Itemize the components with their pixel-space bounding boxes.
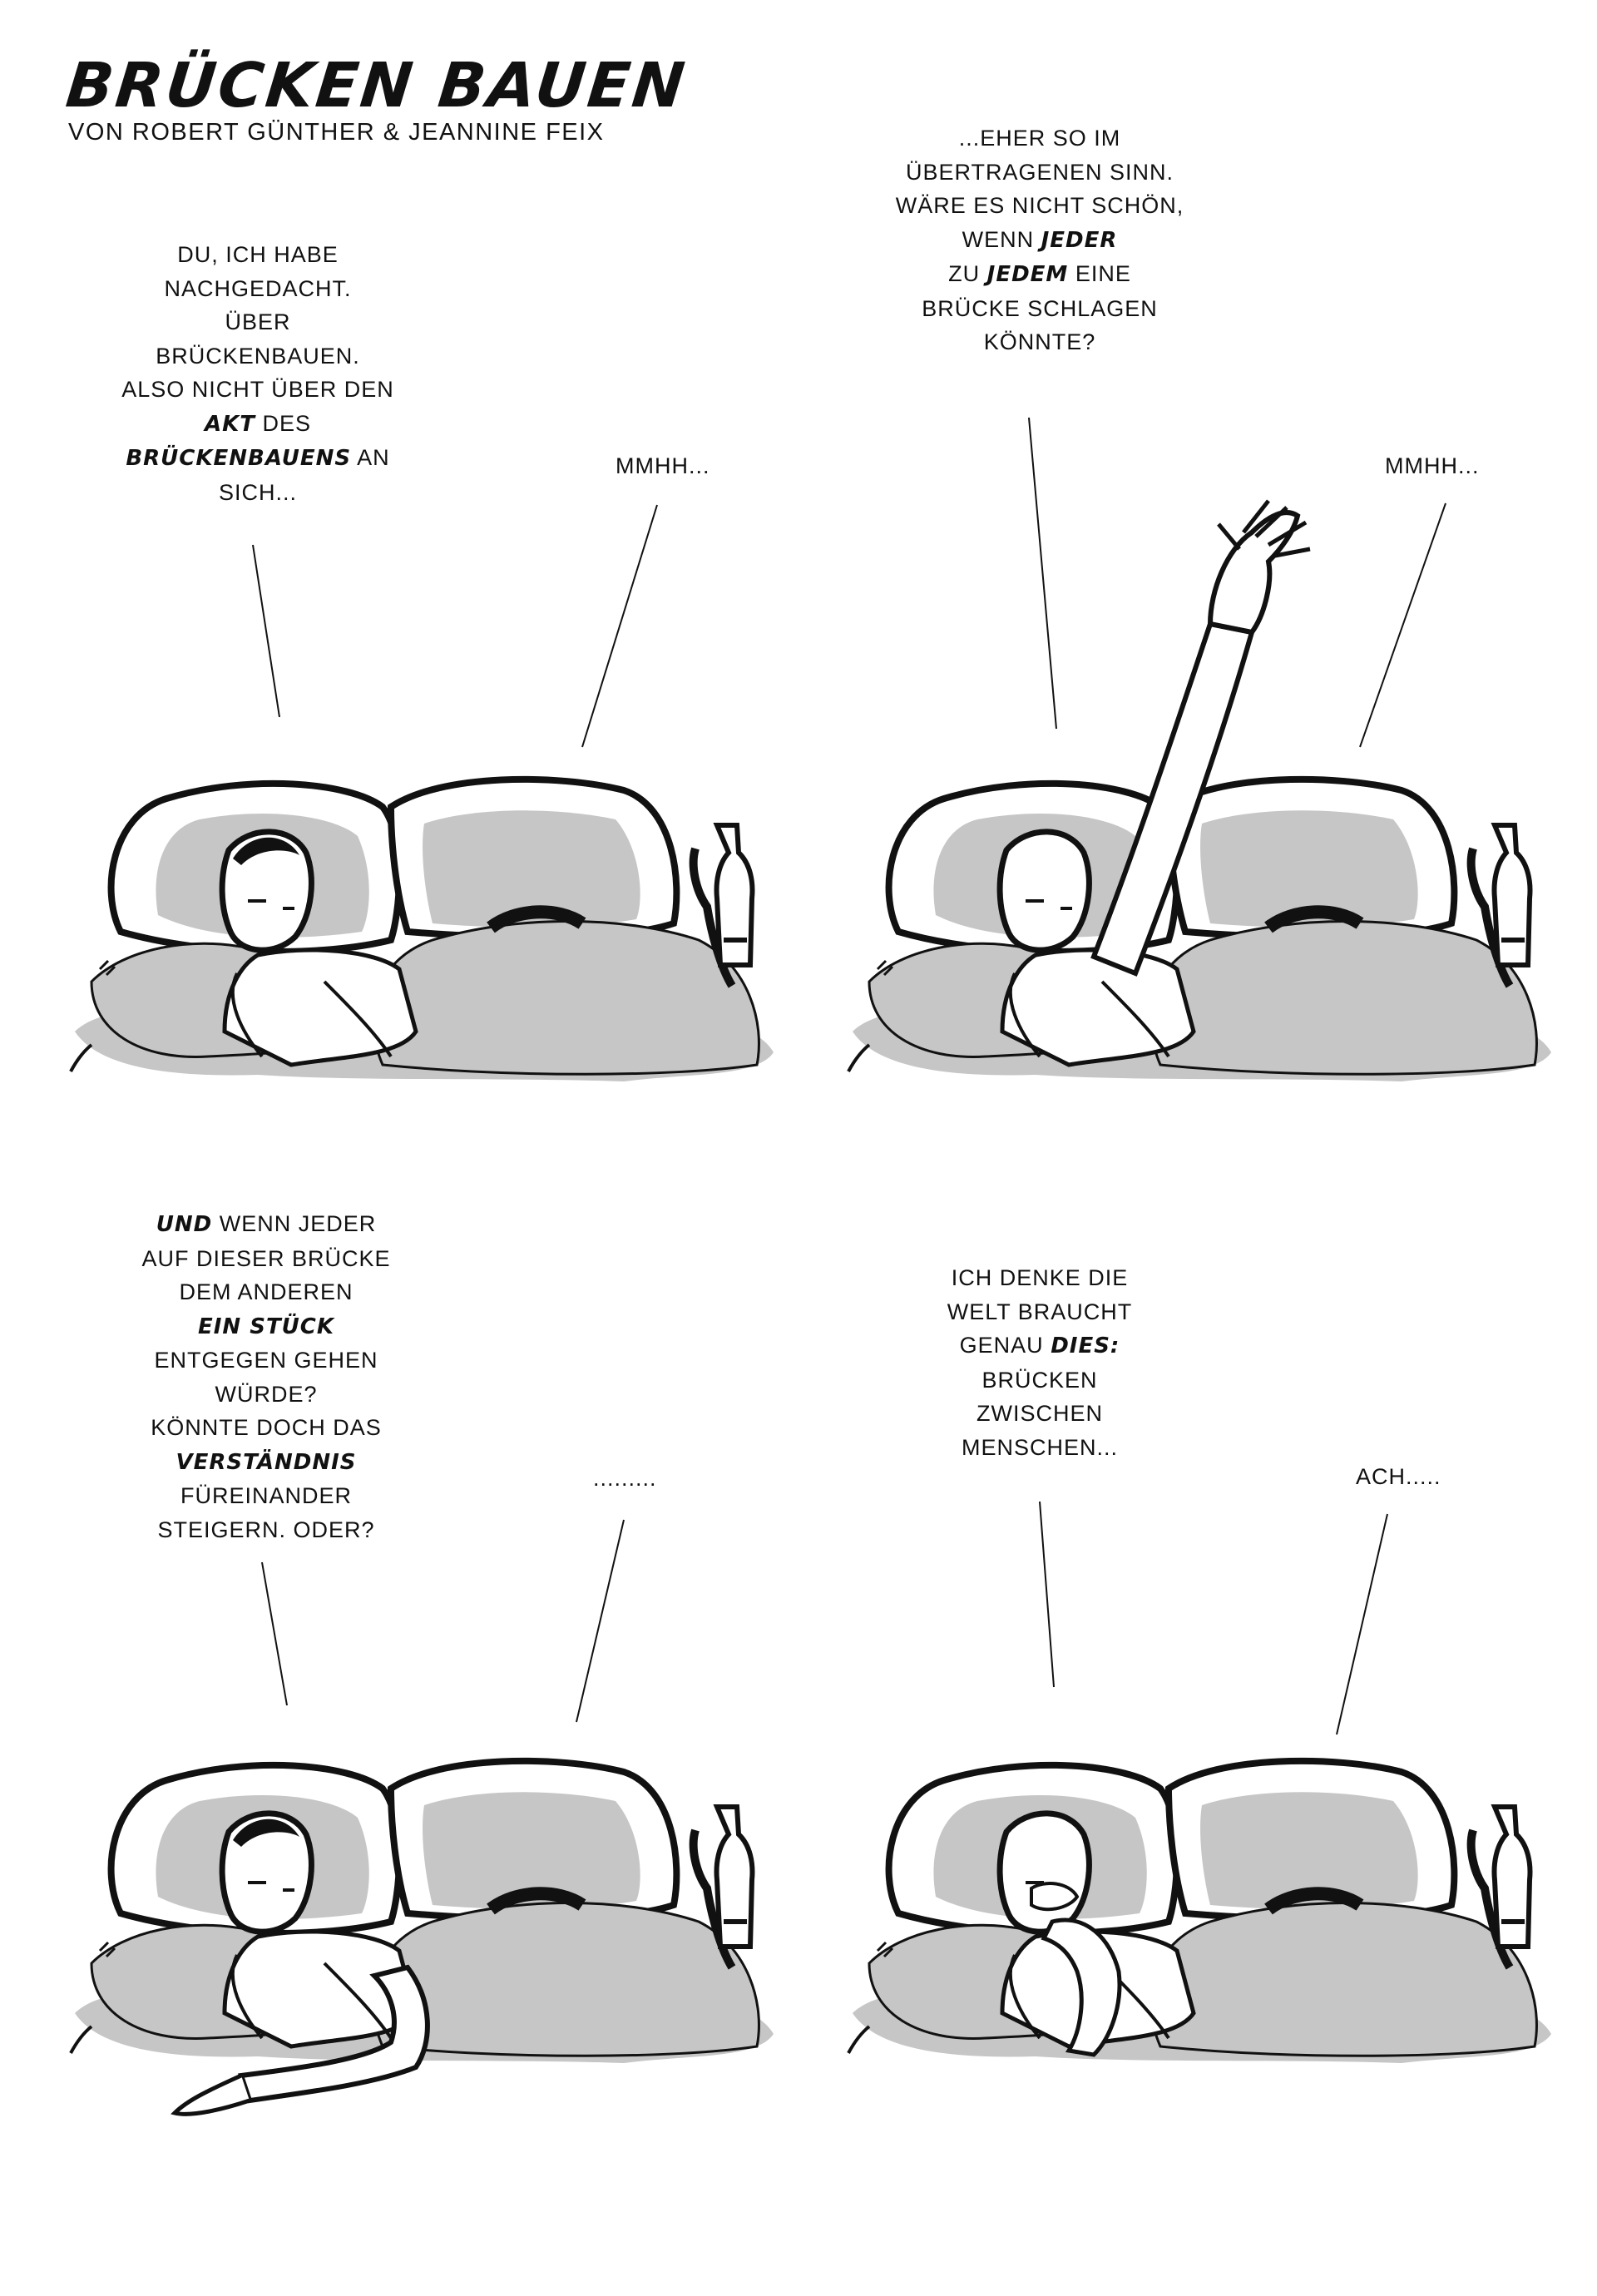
speech-run: BRÜCKENBAUEN. [156,343,360,369]
speech-text: DU, ICH HABE NACHGEDACHT. ÜBER BRÜCKENBAUEN… [91,238,424,509]
speech-line: DEM ANDEREN [100,1275,433,1309]
bed-scene-illustration [69,504,774,1081]
speech-run: NACHGEDACHT. [164,275,352,301]
speech-run: BRÜCKEN [981,1367,1098,1393]
speech-run: DEM ANDEREN [179,1279,354,1304]
bed-scene [69,1757,774,2116]
speech-run: ZWISCHEN [976,1401,1103,1426]
speech-line: VERSTÄNDNIS [100,1445,433,1480]
comic-panel-4: ICH DENKE DIE WELT BRAUCHT GENAU DIES: BRÜC… [819,1256,1568,2296]
speech-line: WÜRDE? [100,1378,433,1412]
speech-run: GENAU [959,1333,1051,1358]
speech-line: ÜBER [91,305,424,339]
speech-run: STEIGERN. ODER? [157,1517,375,1542]
bed-scene-illustration [847,417,1551,1081]
bed-scene [847,499,1551,1081]
speech-line: ...EHER SO IM [873,121,1206,156]
speech-run: SICH... [218,479,297,505]
speech-run: KÖNNTE DOCH DAS [151,1415,382,1440]
speech-line: ÜBERTRAGENEN SINN. [873,156,1206,190]
comic-panel-2: ...EHER SO IM ÜBERTRAGENEN SINN. WÄRE ES N… [819,116,1568,1156]
speech-line: MENSCHEN... [873,1431,1206,1465]
speech-line: EIN STÜCK [100,1309,433,1344]
reply-text: ACH..... [1356,1464,1441,1489]
speech-line: ENTGEGEN GEHEN [100,1343,433,1378]
speech-line: WENN JEDER [873,223,1206,258]
speech-run: WENN JEDER [212,1211,377,1236]
speech-emphasis: JEDEM [986,262,1069,287]
reply-tail [576,1519,625,1723]
speech-line: ALSO NICHT ÜBER DEN [91,373,424,407]
comic-panel-3: UND WENN JEDER AUF DIESER BRÜCKE DEM ANDER… [42,1202,790,2242]
speech-line: WELT BRAUCHT [873,1295,1206,1329]
speech-line: BRÜCKEN [873,1363,1206,1398]
speech-run: AUF DIESER BRÜCKE [141,1245,391,1271]
speech-emphasis: VERSTÄNDNIS [176,1449,357,1475]
speech-line: UND WENN JEDER [100,1207,433,1242]
reply-text: ......... [593,1466,657,1491]
speech-run: ÜBER [225,309,291,334]
speech-run: BRÜCKE SCHLAGEN [922,295,1158,321]
speech-line: ZU JEDEM EINE [873,257,1206,292]
speech-line: STEIGERN. ODER? [100,1513,433,1547]
speech-run: ALSO NICHT ÜBER DEN [121,377,394,402]
speech-text: ICH DENKE DIE WELT BRAUCHT GENAU DIES: BRÜC… [873,1261,1206,1464]
speech-line: DU, ICH HABE [91,238,424,272]
speech-line: BRÜCKENBAUEN. [91,339,424,374]
speech-line: KÖNNTE DOCH DAS [100,1411,433,1445]
reply-text: MMHH... [1385,453,1480,478]
speech-run: ...EHER SO IM [958,126,1121,151]
bed-scene-illustration [847,1501,1551,2063]
speech-line: NACHGEDACHT. [91,272,424,306]
speech-line: SICH... [91,476,424,510]
speech-run: WÄRE ES NICHT SCHÖN, [895,193,1184,218]
speech-emphasis: EIN STÜCK [197,1314,335,1339]
speech-emphasis: AKT [204,411,255,437]
speech-run: WÜRDE? [215,1381,318,1407]
speech-emphasis: BRÜCKENBAUENS [126,446,352,471]
speech-line: WÄRE ES NICHT SCHÖN, [873,189,1206,223]
reply-tail [1336,1513,1388,1735]
speech-emphasis: JEDER [1041,227,1118,253]
speech-run: KÖNNTE? [983,329,1096,354]
speech-tail [1028,417,1057,730]
speech-line: BRÜCKENBAUENS AN [91,441,424,476]
speech-line: ZWISCHEN [873,1397,1206,1431]
speech-emphasis: DIES: [1051,1334,1120,1358]
speech-text: ...EHER SO IM ÜBERTRAGENEN SINN. WÄRE ES N… [873,121,1206,359]
speech-run: ENTGEGEN GEHEN [154,1348,378,1373]
speech-run: WENN [962,226,1041,252]
speech-run: FÜREINANDER [180,1483,352,1508]
speech-run: AN [351,445,390,470]
comic-panel-1: DU, ICH HABE NACHGEDACHT. ÜBER BRÜCKENBAUEN… [42,233,790,1273]
speech-line: BRÜCKE SCHLAGEN [873,292,1206,326]
speech-line: GENAU DIES: [873,1329,1206,1363]
bed-scene [847,1757,1551,2063]
reply-tail [1359,502,1446,748]
speech-run: ÜBERTRAGENEN SINN. [905,159,1174,185]
speech-run: DU, ICH HABE [177,242,339,267]
speech-tail [252,544,280,718]
speech-line: FÜREINANDER [100,1479,433,1513]
speech-run: ZU [948,261,987,286]
bed-scene [69,775,774,1081]
speech-line: ICH DENKE DIE [873,1261,1206,1295]
bed-scene-illustration [69,1519,774,2116]
speech-line: KÖNNTE? [873,325,1206,359]
speech-run: MENSCHEN... [961,1434,1119,1460]
comic-byline: VON ROBERT GÜNTHER & JEANNINE FEIX [68,119,605,146]
speech-tail [261,1561,288,1706]
speech-tail [1039,1501,1055,1688]
speech-run: WELT BRAUCHT [947,1299,1133,1324]
speech-line: AUF DIESER BRÜCKE [100,1242,433,1276]
speech-run: EINE [1068,261,1131,286]
reply-text: MMHH... [616,453,710,478]
comic-title: BRÜCKEN BAUEN [62,50,690,121]
speech-run: ICH DENKE DIE [951,1265,1129,1290]
speech-text: UND WENN JEDER AUF DIESER BRÜCKE DEM ANDER… [100,1207,433,1546]
speech-emphasis: UND [156,1212,213,1237]
reply-tail [581,504,658,748]
speech-run: DES [255,410,312,436]
speech-line: AKT DES [91,407,424,442]
